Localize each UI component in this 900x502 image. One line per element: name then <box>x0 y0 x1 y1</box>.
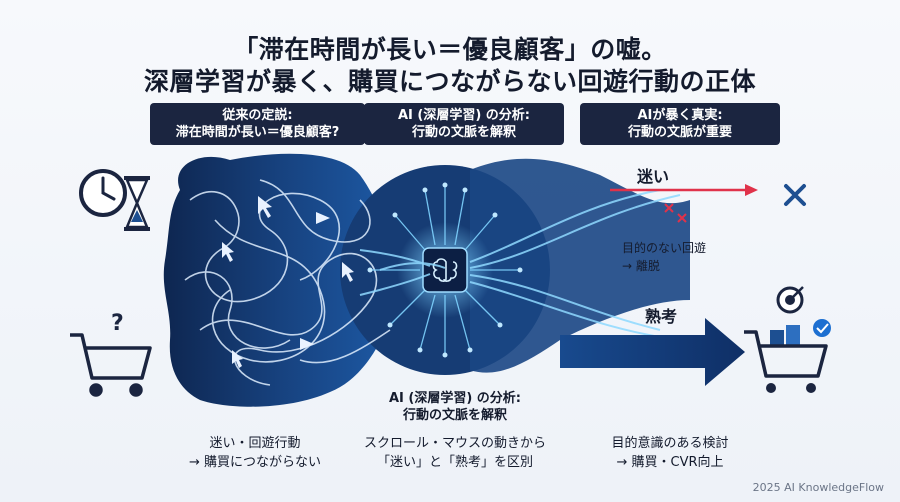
wandering-caption-line-2: → 購買につながらない <box>188 455 322 470</box>
distinguish-caption: スクロール・マウスの動きから 「迷い」と「熟考」を区別 <box>350 434 560 472</box>
target-icon <box>776 286 804 314</box>
confusion-description: 目的のない回遊 → 離脱 <box>622 239 706 275</box>
small-x-marks <box>664 203 687 223</box>
question-icon: ? <box>111 311 124 336</box>
confusion-description-line-1: 目的のない回遊 <box>622 241 707 255</box>
ai-truth-text: 行動の文脈が重要 <box>627 125 732 140</box>
ai-analysis-text: 行動の文脈を解釈 <box>411 125 516 140</box>
consideration-arrow <box>560 318 745 386</box>
ai-analysis-bottom-heading: AI (深層学習) の分析: <box>388 391 522 406</box>
cursor-icons <box>222 196 354 368</box>
purposeful-caption: 目的意識のある検討 → 購買・CVR向上 <box>580 434 760 472</box>
purposeful-caption-line-2: → 購買・CVR向上 <box>616 455 724 470</box>
clock-icon <box>79 169 127 217</box>
ai-analysis-bottom-text: 行動の文脈を解釈 <box>402 408 507 423</box>
flow-region <box>470 158 690 373</box>
conventional-belief-box: 従来の定説: 滞在時間が長い＝優良顧客? <box>150 103 365 145</box>
conventional-belief-heading: 従来の定説: <box>222 108 293 123</box>
confusion-label: 迷い <box>637 167 670 186</box>
consideration-label: 熟考 <box>645 307 678 326</box>
distinguish-caption-line-2: 「迷い」と「熟考」を区別 <box>376 455 533 470</box>
ai-truth-heading: AIが暴く真実: <box>637 108 723 123</box>
title-line-1: 「滞在時間が長い＝優良顧客」の嘘。 <box>233 35 667 64</box>
ai-analysis-bottom-label: AI (深層学習) の分析: 行動の文脈を解釈 <box>360 390 550 424</box>
footer-credit: 2025 AI KnowledgeFlow <box>752 481 884 494</box>
title-line-2: 深層学習が暴く、購買につながらない回遊行動の正体 <box>143 67 756 96</box>
distinguish-caption-line-1: スクロール・マウスの動きから <box>363 436 546 451</box>
hourglass-icon <box>124 176 150 231</box>
confusion-arrow-head <box>745 184 758 196</box>
exit-x-icon <box>784 184 806 206</box>
brain-icon <box>432 258 458 282</box>
ai-analysis-box: AI (深層学習) の分析: 行動の文脈を解釈 <box>364 103 564 145</box>
purposeful-caption-line-1: 目的意識のある検討 <box>611 436 729 451</box>
wandering-caption-line-1: 迷い・回遊行動 <box>209 436 301 451</box>
chip <box>422 247 468 293</box>
conventional-belief-text: 滞在時間が長い＝優良顧客? <box>175 125 340 140</box>
cart-icon-left <box>70 333 152 397</box>
circuit-nodes <box>367 182 523 358</box>
tangled-paths <box>184 179 391 386</box>
svg-text:?: ? <box>111 311 124 336</box>
ai-analysis-heading: AI (深層学習) の分析: <box>397 108 531 123</box>
confusion-description-line-2: → 離脱 <box>622 259 660 273</box>
ai-truth-box: AIが暴く真実: 行動の文脈が重要 <box>580 103 780 145</box>
cart-icon-right <box>744 319 831 393</box>
wandering-caption: 迷い・回遊行動 → 購買につながらない <box>160 434 350 472</box>
